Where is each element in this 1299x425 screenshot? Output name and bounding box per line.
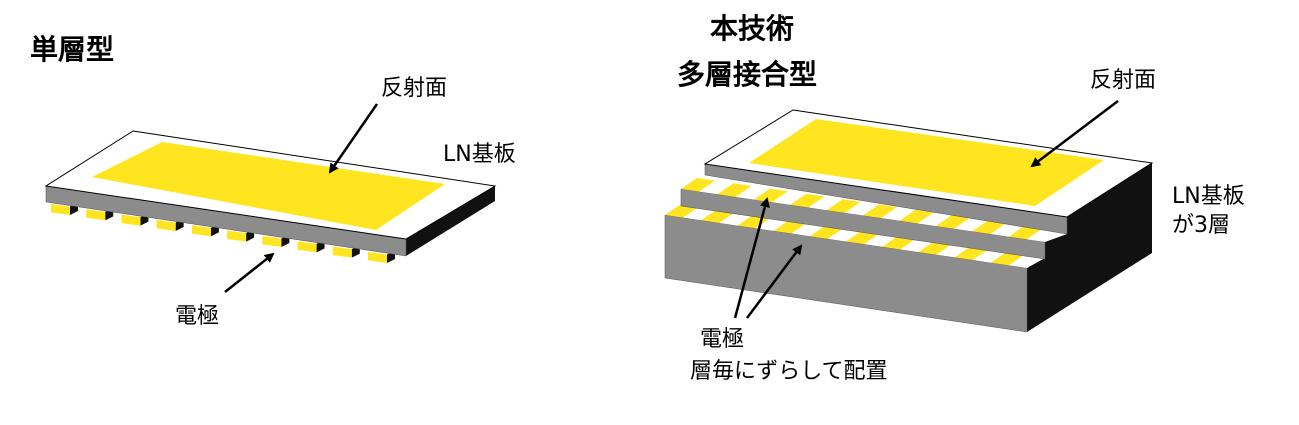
electrode-stripe bbox=[972, 249, 1007, 263]
electrode-arrow-lower bbox=[746, 244, 803, 319]
electrode-arrow bbox=[224, 252, 275, 293]
multi-layer-device bbox=[664, 100, 1154, 333]
substrate-side-face bbox=[406, 186, 495, 256]
reflector-arrow bbox=[328, 103, 379, 174]
electrode bbox=[86, 209, 106, 221]
electrode-stripe bbox=[1008, 225, 1043, 240]
single-electrode-label: 電極 bbox=[175, 304, 220, 329]
electrode-arrow-upper bbox=[733, 197, 770, 319]
middle-electrode-strip bbox=[681, 178, 1061, 242]
electrode-stripe bbox=[735, 185, 770, 200]
electrode bbox=[121, 214, 141, 226]
multi-electrode-label-line1: 電極 bbox=[700, 327, 745, 352]
multi-substrate-label-line1: LN基板 bbox=[1172, 184, 1245, 209]
single-substrate-label: LN基板 bbox=[443, 142, 516, 167]
electrode-stripe bbox=[808, 196, 843, 211]
multi-electrode-label-line2: 層毎にずらして配置 bbox=[690, 359, 888, 384]
electrode-stripe bbox=[935, 215, 970, 229]
electrode bbox=[227, 230, 247, 242]
electrode bbox=[368, 252, 387, 263]
electrode-stripe bbox=[717, 183, 752, 197]
electrode-stripe bbox=[844, 201, 879, 216]
electrode-stripe bbox=[990, 251, 1025, 266]
multi-layer-title-line1: 本技術 bbox=[710, 12, 795, 45]
single-layer-device bbox=[44, 103, 497, 293]
electrode-stripe bbox=[826, 199, 861, 213]
electrode-stripe bbox=[917, 212, 952, 227]
electrode-stripe bbox=[863, 204, 898, 219]
electrode bbox=[51, 204, 70, 215]
electrode-stripe bbox=[790, 193, 825, 208]
electrode bbox=[332, 246, 352, 258]
electrode bbox=[156, 220, 176, 231]
electrode-stripe bbox=[699, 180, 734, 195]
electrode bbox=[297, 241, 317, 253]
electrode bbox=[191, 225, 211, 237]
electrode-stripe bbox=[681, 178, 716, 192]
electrode-stripe bbox=[772, 191, 807, 205]
electrode-stripe bbox=[899, 209, 934, 224]
electrode-stripe bbox=[881, 207, 916, 221]
electrode-stripe bbox=[1008, 254, 1043, 268]
electrode-stripe bbox=[972, 220, 1007, 235]
reflector-surface bbox=[749, 119, 1104, 206]
single-reflector-label: 反射面 bbox=[381, 76, 448, 101]
reflector-surface bbox=[92, 142, 445, 230]
electrode-stripe bbox=[954, 217, 989, 232]
electrode-stripe bbox=[990, 223, 1025, 237]
reflector-arrow bbox=[1030, 100, 1119, 168]
multi-substrate-label-line2: が3層 bbox=[1172, 213, 1230, 238]
electrode bbox=[262, 236, 282, 247]
single-layer-title: 単層型 bbox=[30, 33, 115, 66]
stack-side-face bbox=[1027, 163, 1152, 332]
multi-layer-title-line2: 多層接合型 bbox=[677, 58, 818, 91]
multi-reflector-label: 反射面 bbox=[1090, 68, 1157, 93]
